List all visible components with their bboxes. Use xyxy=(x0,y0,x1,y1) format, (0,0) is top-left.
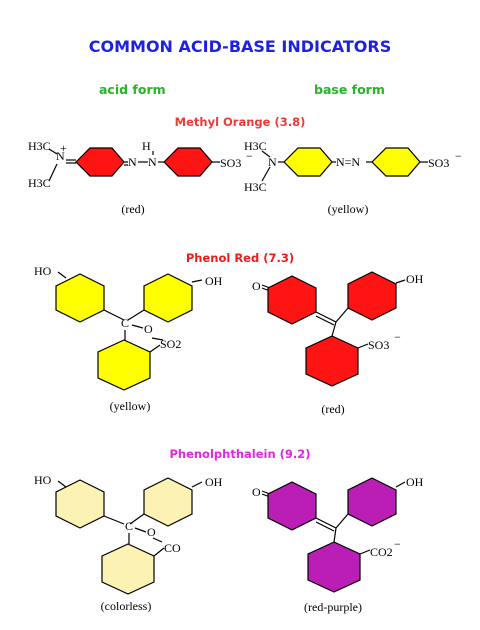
pr-acid-central-c: C xyxy=(121,316,129,330)
pp-base-ring-right xyxy=(347,477,397,527)
pp-base-o: O xyxy=(252,485,261,499)
pp-acid-color-label: (colorless) xyxy=(101,599,152,613)
pp-acid-ho: HO xyxy=(34,473,52,487)
pp-acid-ring-o: O xyxy=(147,525,156,539)
pp-acid-bond xyxy=(153,547,165,557)
pr-base-bond xyxy=(395,279,406,284)
mo-acid-h3c-bottom: H3C xyxy=(28,176,51,190)
mo-base-n: N xyxy=(268,155,277,169)
pr-base-so3: SO3 xyxy=(368,338,389,352)
pp-acid-oh: OH xyxy=(205,475,223,489)
pr-acid-color-label: (yellow) xyxy=(110,399,151,413)
pr-acid-ring-left xyxy=(55,273,105,323)
methyl-orange-base-structure: H3C N H3C N=N SO3 − (yellow) xyxy=(244,139,462,216)
mo-base-h3c-bottom: H3C xyxy=(244,180,267,194)
phenol-red-acid-structure: HO OH C O SO2 (yellow) xyxy=(34,264,223,413)
phenolphthalein-title: Phenolphthalein (9.2) xyxy=(169,447,311,461)
pp-acid-bond xyxy=(152,537,163,543)
pr-acid-bond xyxy=(127,309,145,321)
pp-base-oh: OH xyxy=(406,475,424,489)
pp-acid-co: CO xyxy=(164,541,181,555)
mo-acid-bond xyxy=(48,148,58,155)
mo-acid-plus-charge: + xyxy=(60,141,67,155)
mo-base-so3: SO3 xyxy=(428,156,449,170)
pr-base-oh: OH xyxy=(406,272,424,286)
pr-base-bond xyxy=(315,315,335,326)
pp-acid-bond xyxy=(191,481,203,488)
pp-base-ring-bottom xyxy=(307,541,361,593)
pp-base-bond xyxy=(359,549,371,555)
mo-acid-n-plus: N xyxy=(56,149,65,163)
pr-base-o: O xyxy=(252,279,261,293)
mo-acid-n2: N xyxy=(148,155,157,169)
pp-acid-central-c: C xyxy=(125,519,133,533)
pr-base-ring-left xyxy=(267,275,317,325)
phenolphthalein-acid-structure: HO OH C O CO (colorless) xyxy=(34,473,223,613)
pr-acid-oh: OH xyxy=(205,274,223,288)
pr-base-bond xyxy=(331,321,337,337)
pr-acid-bond xyxy=(191,279,203,283)
mo-acid-h: H xyxy=(142,139,151,153)
base-form-label: base form xyxy=(314,82,385,97)
pr-base-ring-right xyxy=(347,271,397,321)
mo-acid-ring-1 xyxy=(75,147,125,177)
mo-base-bond xyxy=(261,166,271,182)
pp-acid-ring-right xyxy=(143,477,193,527)
pp-base-bond xyxy=(333,527,337,543)
pr-acid-bond xyxy=(103,309,125,321)
pr-base-bond xyxy=(315,311,337,323)
pp-acid-bond xyxy=(134,527,147,533)
methyl-orange-acid-structure: H3C N + H3C N N H SO3 − (red) xyxy=(28,139,253,216)
pp-acid-ring-left xyxy=(55,479,105,529)
mo-acid-bond xyxy=(48,163,58,182)
pr-acid-ring-o: O xyxy=(144,322,153,336)
pr-acid-bond xyxy=(149,344,161,353)
pp-base-minus: − xyxy=(394,537,401,551)
phenol-red-title: Phenol Red (7.3) xyxy=(185,251,295,265)
mo-acid-color-label: (red) xyxy=(121,202,144,216)
pp-base-ring-left xyxy=(267,481,317,531)
pr-base-bond xyxy=(357,343,369,349)
mo-base-minus: − xyxy=(455,149,462,163)
mo-acid-ring-2 xyxy=(163,147,213,177)
pp-base-bond xyxy=(315,521,335,532)
pp-base-color-label: (red-purple) xyxy=(304,600,362,614)
pp-base-bond xyxy=(315,517,337,529)
pr-acid-bond xyxy=(151,337,164,341)
pr-base-minus: − xyxy=(394,330,401,344)
pr-base-ring-bottom xyxy=(305,335,359,387)
phenol-red-base-structure: O OH SO3 − (red) xyxy=(252,271,424,416)
pp-acid-bond xyxy=(129,513,145,525)
pp-base-co2: CO2 xyxy=(370,545,393,559)
pr-acid-ring-bottom xyxy=(97,339,151,391)
mo-acid-n1: N xyxy=(128,155,137,169)
pr-acid-so2: SO2 xyxy=(160,337,181,351)
pp-acid-ring-bottom xyxy=(101,543,155,595)
mo-acid-minus: − xyxy=(246,149,253,163)
pr-base-color-label: (red) xyxy=(321,402,344,416)
pr-acid-ring-right xyxy=(143,273,193,323)
pp-base-bond xyxy=(395,481,406,488)
mo-base-h3c-top: H3C xyxy=(244,139,267,153)
phenolphthalein-base-structure: O OH CO2 − (red-purple) xyxy=(252,475,424,614)
methyl-orange-title: Methyl Orange (3.8) xyxy=(174,115,306,129)
mo-base-color-label: (yellow) xyxy=(328,202,369,216)
pr-acid-bond xyxy=(57,271,67,279)
mo-acid-h3c-top: H3C xyxy=(28,139,51,153)
pr-acid-bond xyxy=(131,324,144,329)
mo-base-azo: N=N xyxy=(336,155,360,169)
pp-acid-bond xyxy=(103,515,125,525)
pp-base-bond xyxy=(335,513,349,529)
pp-acid-bond xyxy=(57,480,67,488)
acid-form-label: acid form xyxy=(99,82,166,97)
mo-acid-so3: SO3 xyxy=(220,156,241,170)
pr-acid-ho: HO xyxy=(34,264,52,278)
mo-base-ring-1 xyxy=(283,147,333,177)
mo-base-ring-2 xyxy=(371,147,421,177)
page-title: COMMON ACID-BASE INDICATORS xyxy=(88,37,392,56)
mo-base-bond xyxy=(261,150,271,158)
pr-base-bond xyxy=(335,307,349,323)
